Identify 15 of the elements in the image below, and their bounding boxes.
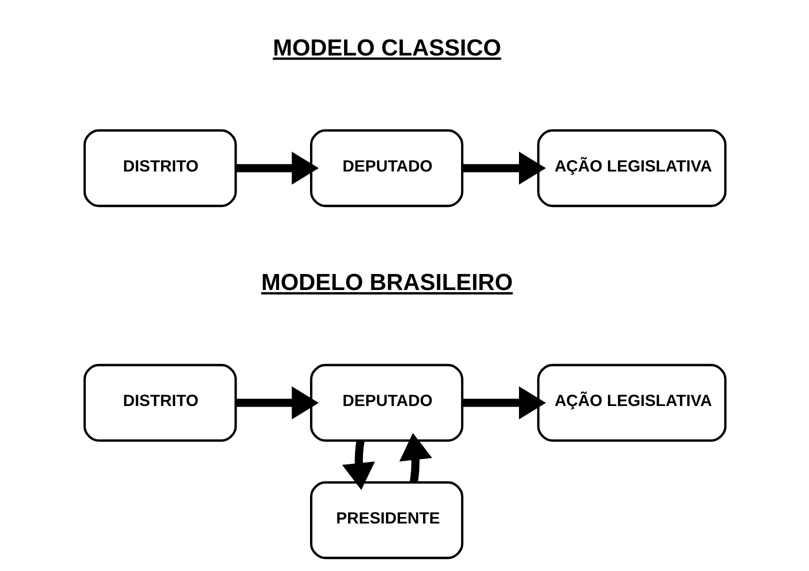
label: MODELO CLASSICO	[272, 34, 501, 60]
arrow	[235, 152, 318, 185]
arrow	[462, 152, 546, 185]
node-box: DEPUTADO	[310, 364, 463, 442]
node-box: DEPUTADO	[310, 129, 463, 208]
arrow	[462, 386, 546, 420]
node-box: DISTRITO	[82, 129, 236, 208]
node-box: AÇÃO LEGISLATIVA	[536, 364, 726, 442]
node-box: DISTRITO	[82, 364, 236, 442]
arrow	[235, 386, 318, 420]
arrow	[398, 432, 432, 483]
label: MODELO BRASILEIRO	[260, 269, 512, 296]
node-box: AÇÃO LEGISLATIVA	[536, 129, 726, 208]
arrow	[342, 440, 374, 490]
node-box: PRESIDENTE	[310, 481, 463, 560]
